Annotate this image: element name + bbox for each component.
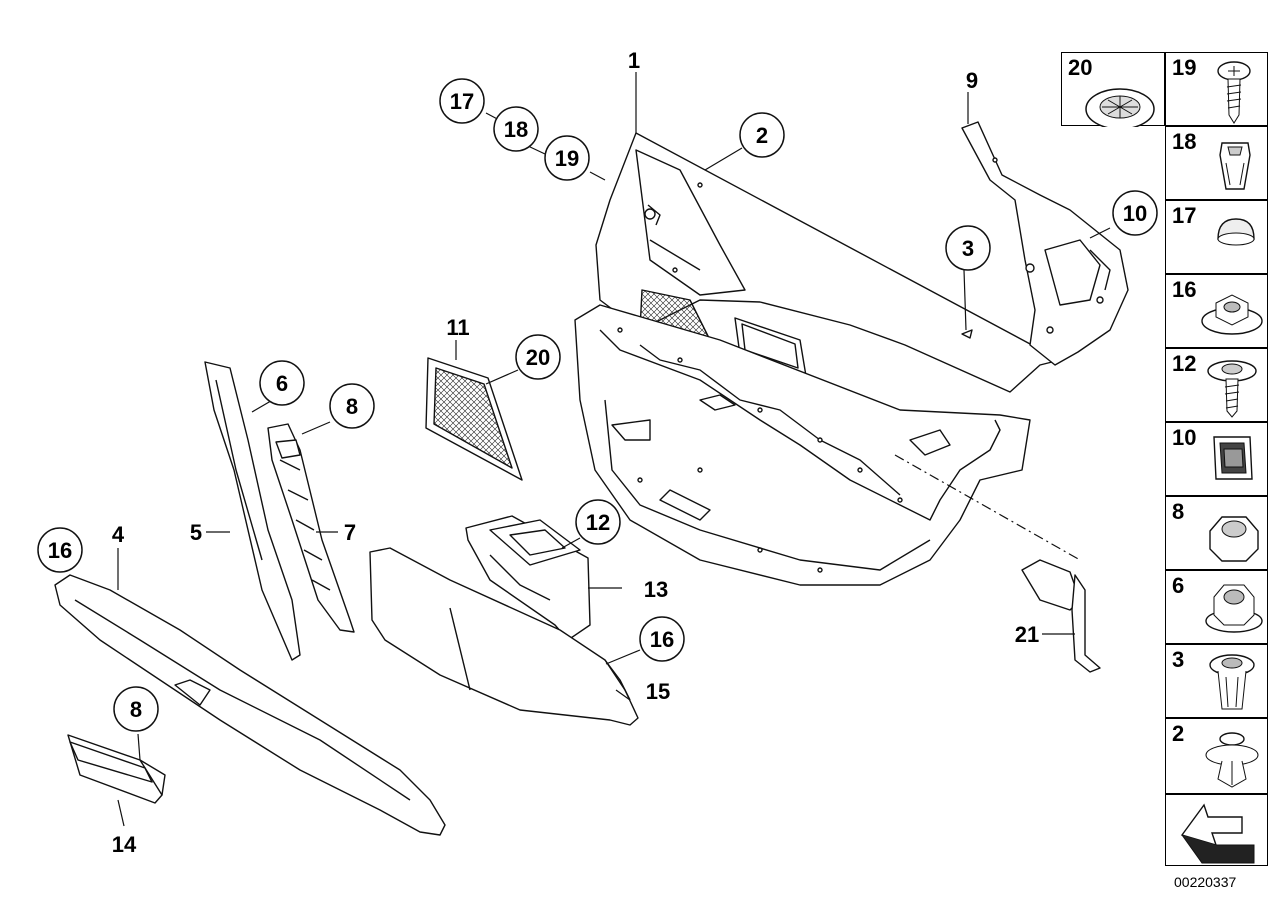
callout-18: 18 — [493, 106, 539, 152]
callout-label: 17 — [450, 89, 474, 114]
part-label-14: 14 — [112, 832, 137, 857]
part-label-11: 11 — [446, 315, 469, 340]
callout-20: 20 — [515, 334, 561, 380]
callout-label: 18 — [504, 117, 528, 142]
callout-12: 12 — [575, 499, 621, 545]
leader-10 — [1089, 227, 1111, 239]
ladder-bracket-part — [267, 423, 355, 633]
leader-15 — [615, 689, 631, 701]
part-label-15: 15 — [646, 679, 670, 704]
part-label-9: 9 — [966, 68, 978, 93]
assembly-axis-line — [894, 454, 1081, 561]
leader-14 — [117, 799, 125, 827]
callout-label: 16 — [48, 538, 72, 563]
leader-20 — [485, 369, 519, 385]
part-label-13: 13 — [644, 577, 668, 602]
callout-label: 2 — [756, 123, 768, 148]
part-label-4: 4 — [112, 522, 125, 547]
leader-8b — [137, 733, 141, 761]
leader-8 — [301, 421, 331, 435]
callout-2: 2 — [739, 112, 785, 158]
armrest-part — [54, 574, 446, 836]
callout-label: 10 — [1123, 201, 1147, 226]
trim-cap-part — [1021, 559, 1101, 673]
callout-16: 16 — [37, 527, 83, 573]
callout-label: 8 — [130, 697, 142, 722]
callout-17: 17 — [439, 78, 485, 124]
leader-12 — [561, 537, 581, 549]
diagram-id: 00220337 — [1174, 874, 1237, 890]
callout-16: 16 — [639, 616, 685, 662]
speaker-grille-part — [425, 357, 523, 481]
callout-8: 8 — [113, 686, 159, 732]
callout-label: 6 — [276, 371, 288, 396]
callout-label: 12 — [586, 510, 610, 535]
map-pocket-part — [369, 547, 639, 726]
callout-label: 8 — [346, 394, 358, 419]
callout-3: 3 — [945, 225, 991, 271]
leader-3 — [963, 269, 967, 331]
callout-8: 8 — [329, 383, 375, 429]
callout-label: 20 — [526, 345, 550, 370]
vertical-trim-strip — [204, 361, 301, 661]
leader-16 — [605, 649, 641, 665]
door-handle-part — [67, 734, 166, 804]
part-label-7: 7 — [344, 520, 356, 545]
callout-label: 16 — [650, 627, 674, 652]
part-label-1: 1 — [628, 48, 640, 73]
part-label-21: 21 — [1015, 622, 1039, 647]
callout-10: 10 — [1112, 190, 1158, 236]
callout-19: 19 — [544, 135, 590, 181]
small-clip-part — [961, 329, 973, 339]
callout-label: 3 — [962, 236, 974, 261]
leader-2 — [704, 147, 743, 171]
window-bracket-part — [961, 121, 1129, 366]
callout-6: 6 — [259, 360, 305, 406]
part-label-5: 5 — [190, 520, 202, 545]
callout-label: 19 — [555, 146, 579, 171]
door-carrier-frame — [574, 304, 1031, 586]
